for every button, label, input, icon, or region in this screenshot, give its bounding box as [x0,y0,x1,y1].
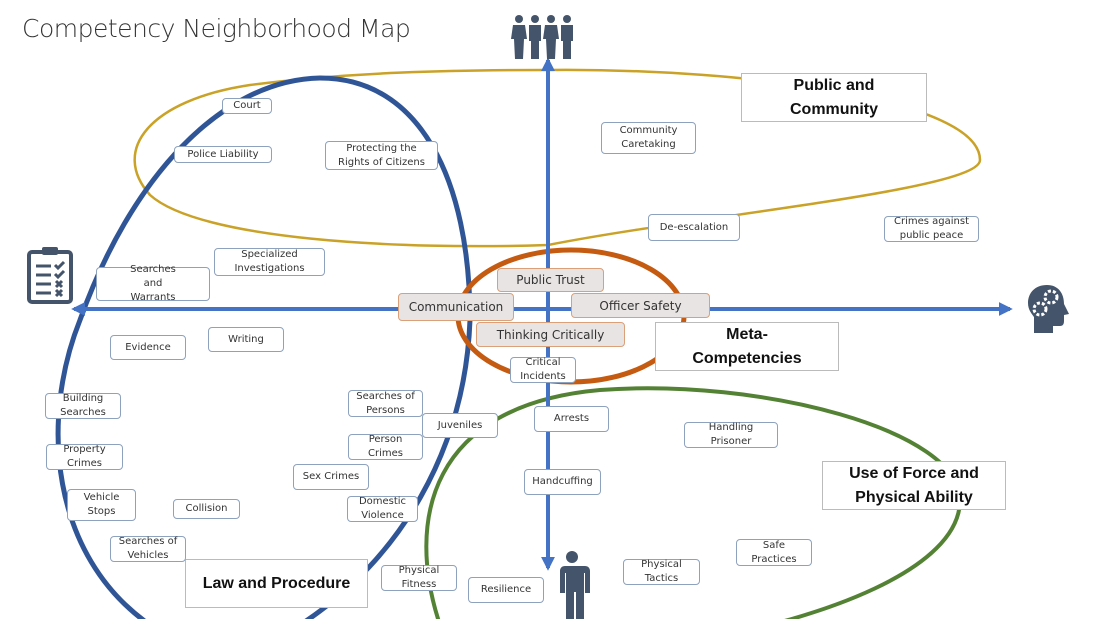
competency-juveniles: Juveniles [422,413,498,438]
competency-domestic-violence: Domestic Violence [347,496,418,522]
competency-safe-practices: Safe Practices [736,539,812,566]
competency-officer-safety: Officer Safety [571,293,710,318]
competency-resilience: Resilience [468,577,544,603]
competency-searches-warrants: Searches and Warrants [96,264,210,303]
competency-communication: Communication [398,293,514,321]
competency-thinking-critically: Thinking Critically [476,322,625,347]
competency-physical-tactics: Physical Tactics [623,559,700,585]
page-title: Competency Neighborhood Map [22,14,411,43]
competency-sex-crimes: Sex Crimes [293,464,369,490]
competency-critical-incidents: Critical Incidents [510,357,576,383]
competency-handling-prisoner: Handling Prisoner [684,422,778,448]
competency-person-crimes: Person Crimes [348,434,423,460]
competency-community-caretaking: Community Caretaking [601,122,696,154]
head-gears-icon [1028,285,1069,333]
competency-arrests: Arrests [534,406,609,432]
competency-specialized-investigations: Specialized Investigations [214,248,325,276]
group-label-law-procedure: Law and Procedure [185,559,368,608]
competency-writing: Writing [208,327,284,352]
group-label-public-community: Public and Community [741,73,927,122]
competency-police-liability: Police Liability [174,146,272,163]
competency-searches-persons: Searches of Persons [348,390,423,417]
competency-searches-vehicles: Searches of Vehicles [110,536,186,562]
competency-de-escalation: De-escalation [648,214,740,241]
competency-court: Court [222,98,272,114]
competency-property-crimes: Property Crimes [46,444,123,470]
checklist-icon [27,247,73,304]
people-group-icon [511,15,573,59]
competency-vehicle-stops: Vehicle Stops [67,489,136,521]
group-label-meta-competencies: Meta-Competencies [655,322,839,371]
competency-building-searches: Building Searches [45,393,121,419]
competency-collision: Collision [173,499,240,519]
competency-handcuffing: Handcuffing [524,469,601,495]
competency-crimes-public-peace: Crimes against public peace [884,216,979,242]
competency-evidence: Evidence [110,335,186,360]
law-procedure-region [55,75,473,619]
force-region [424,386,963,619]
competency-physical-fitness: Physical Fitness [381,565,457,591]
group-label-use-of-force: Use of Force and Physical Ability [822,461,1006,510]
competency-public-trust: Public Trust [497,268,604,292]
competency-protecting-rights: Protecting the Rights of Citizens [325,141,438,170]
person-icon [559,551,590,619]
public-community-region [133,68,982,248]
